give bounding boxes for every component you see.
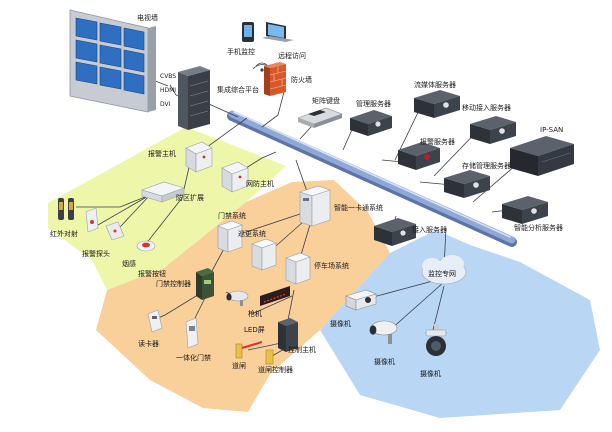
backbone-pipe: [228, 110, 516, 244]
patrol-system-tower: [251, 238, 277, 271]
laptop-icon: [262, 22, 294, 42]
smoke-detector: [105, 221, 125, 241]
integrated-platform-label: 集成综合平台: [217, 85, 259, 94]
intelligent-analysis-server-label: 智能分析服务器: [514, 223, 563, 232]
intelligent-analysis-server: [502, 196, 548, 224]
alarm-server-label: 报警服务器: [420, 137, 455, 146]
access-control-system-tower: [217, 220, 243, 253]
card-reader-label: 读卡器: [138, 339, 159, 348]
smoke-detector-label: 烟感: [122, 259, 136, 268]
alarm-button: [136, 240, 156, 252]
zone-expansion-label: 防区扩展: [176, 193, 204, 202]
alarm-server: [398, 142, 440, 170]
zone-expansion-module: [141, 181, 185, 203]
matrix-keyboard: [297, 107, 343, 128]
monitoring-network-cloud: [421, 255, 467, 285]
camera-box-1: [345, 289, 377, 311]
monitoring-network-label: 监控专网: [428, 269, 456, 278]
gate-controller: [265, 349, 274, 365]
camera-2-label: 摄像机: [374, 357, 395, 366]
bullet-camera-label: 枪机: [248, 309, 262, 318]
bullet-camera-access: [226, 290, 249, 306]
video-wall: [69, 9, 156, 113]
control-host: [278, 318, 298, 352]
mobile-access-server-label: 移动接入服务器: [462, 103, 511, 112]
access-controller: [196, 268, 214, 300]
integrated-platform-rack: [178, 66, 210, 130]
firewall-icon: [264, 62, 287, 96]
barrier-gate: [235, 341, 263, 359]
camera-1-label: 摄像机: [330, 319, 351, 328]
led-screen-label: LED屏: [244, 326, 265, 334]
firewall-label: 防火墙: [291, 75, 312, 84]
alarm-probe-label: 报警探头: [82, 249, 110, 258]
ir-detector-label: 红外对射: [50, 229, 78, 238]
remote-access-label: 远程访问: [278, 51, 306, 60]
access-controller-label: 门禁控制器: [156, 279, 191, 288]
management-server: [350, 110, 392, 136]
mobile-phone-icon: [242, 22, 254, 42]
ip-san-label: IP-SAN: [540, 126, 563, 134]
mobile-access-server: [470, 116, 516, 144]
gate-label: 道闸: [232, 361, 246, 370]
hdmi-label: HDMI: [160, 87, 176, 94]
ir-detector: [58, 198, 74, 220]
backbone-pipe-highlight: [233, 111, 511, 238]
network-alarm-host: [221, 161, 249, 193]
matrix-keyboard-label: 矩阵键盘: [312, 96, 340, 105]
cvbs-label: CVBS: [160, 73, 176, 80]
card-reader: [147, 309, 163, 333]
parking-system-label: 停车场系统: [314, 261, 349, 270]
control-host-label: 控制主机: [288, 345, 316, 354]
access-control-system-label: 门禁系统: [218, 211, 246, 220]
camera-bullet-2: [369, 320, 398, 344]
alarm-host-label: 报警主机: [148, 149, 176, 158]
camera-3-label: 摄像机: [420, 369, 441, 378]
parking-system-tower: [285, 252, 311, 285]
patrol-system-label: 巡更系统: [238, 229, 266, 238]
dvi-label: DVI: [160, 101, 171, 108]
gate-controller-label: 道闸控制器: [258, 365, 293, 374]
ip-san-storage: [510, 136, 574, 176]
alarm-host: [185, 141, 213, 173]
alarm-probe: [85, 207, 99, 233]
one-card-system-label: 智能一卡通系统: [334, 203, 383, 212]
mobile-monitor-label: 手机监控: [227, 47, 255, 56]
access-server-label: 接入服务器: [412, 225, 447, 234]
led-screen: [260, 286, 290, 306]
access-server: [374, 218, 416, 246]
integrated-door-lock-label: 一体化门禁: [176, 353, 211, 362]
network-alarm-host-label: 网防主机: [246, 179, 274, 188]
storage-management-server: [444, 170, 490, 198]
integrated-door-lock: [185, 317, 199, 349]
streaming-media-server: [414, 90, 460, 118]
management-server-label: 管理服务器: [356, 99, 391, 108]
video-surveillance-zone: [320, 230, 600, 418]
storage-management-server-label: 存储管理服务器: [462, 161, 511, 170]
one-card-system-tower: [299, 185, 331, 227]
video-wall-label: 电视墙: [137, 13, 158, 22]
streaming-media-server-label: 流媒体服务器: [414, 80, 456, 89]
camera-dome-3: [425, 324, 447, 356]
alarm-button-label: 报警按钮: [138, 269, 166, 278]
